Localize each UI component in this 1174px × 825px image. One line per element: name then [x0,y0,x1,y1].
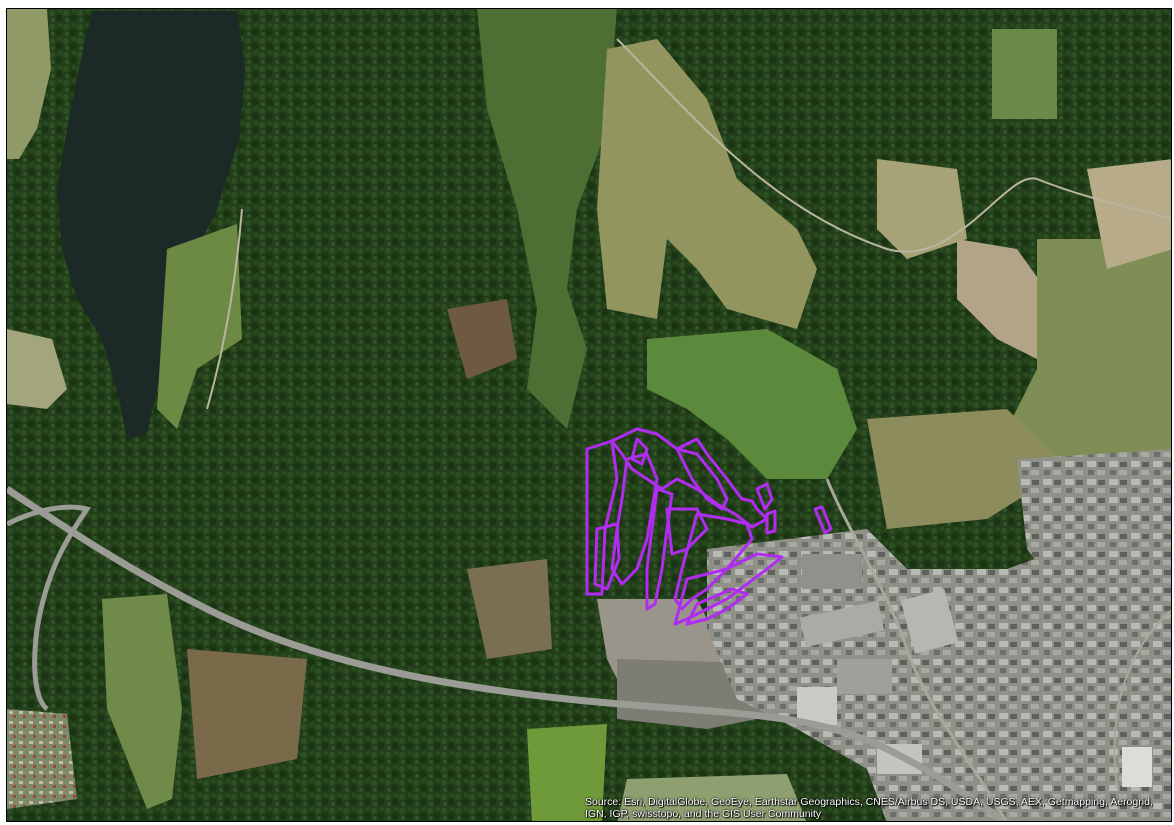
lake [57,11,245,439]
survey-polygons-overlay [585,427,833,626]
field-west-top [7,9,51,159]
survey-polygon [673,512,754,611]
survey-polygon [665,507,709,556]
valley-fairway [477,9,617,429]
survey-polygon [630,437,649,466]
local-road [825,478,1008,821]
survey-polygon [610,452,659,586]
highway [7,486,1010,821]
houses-southwest [7,709,77,809]
field-northeast [1087,159,1171,269]
warehouse [1122,747,1152,787]
warehouse [837,659,892,694]
field-east-large [1007,239,1171,469]
survey-polygon [645,487,674,611]
field-strip [157,224,242,429]
survey-polygon [685,587,749,626]
warehouse [799,601,885,647]
local-road [1113,609,1171,790]
road-west [206,208,243,410]
field-west-mid [7,329,67,409]
map-view[interactable]: Source: Esri, DigitalGlobe, GeoEye, Eart… [6,8,1172,822]
survey-polygon [673,552,784,626]
warehouse [797,687,837,725]
field-north-center [597,39,817,329]
survey-polygon [765,509,777,535]
field-southwest [102,594,182,809]
clearcut-lower [467,559,552,659]
field-bright-green [527,724,607,821]
survey-polygon [813,505,833,535]
field-east-top [877,159,967,259]
survey-polygon [593,522,621,591]
highway-interchange [7,504,92,711]
warehouse [900,588,959,654]
survey-polygon [675,447,729,511]
golf-course [647,329,857,479]
local-road [616,38,1171,253]
field-east-mid [867,409,1067,529]
warehouse [802,554,862,589]
field-bottom [617,774,807,821]
urban-northeast [1017,449,1171,589]
satellite-basemap [7,9,1171,821]
survey-polygon [755,482,774,511]
clearcut-center [447,299,517,379]
clearcut-south [187,649,307,779]
sports-fields [992,29,1057,119]
map-attribution: Source: Esri, DigitalGlobe, GeoEye, Eart… [585,796,1153,820]
